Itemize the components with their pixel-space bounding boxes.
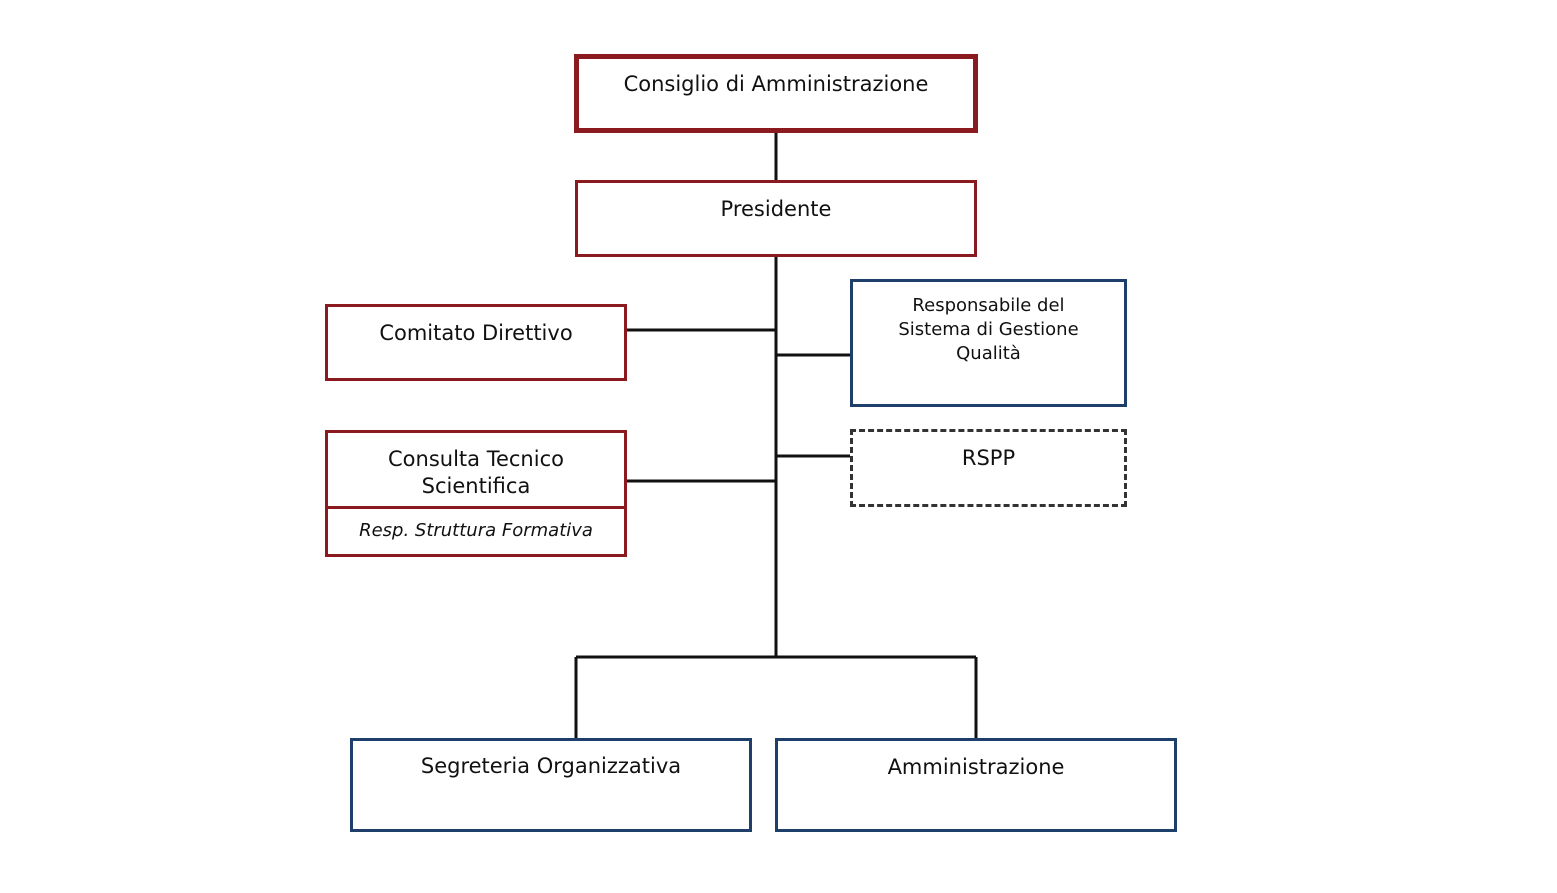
node-label: Amministrazione	[887, 755, 1065, 779]
node-divider	[328, 506, 624, 509]
node-label: RSPP	[961, 446, 1016, 470]
node-consulta-tecnico-scientifica: Consulta Tecnico Scientifica Resp. Strut…	[325, 430, 627, 557]
node-label: Consulta Tecnico Scientifica	[328, 433, 624, 500]
node-amministrazione: Amministrazione	[775, 738, 1177, 832]
node-comitato-direttivo: Comitato Direttivo	[325, 304, 627, 381]
node-label-line2: Sistema di Gestione	[898, 319, 1079, 340]
node-consiglio-di-amministrazione: Consiglio di Amministrazione	[574, 54, 978, 133]
node-sublabel: Resp. Struttura Formativa	[359, 520, 593, 541]
node-label-line1: Responsabile del	[912, 295, 1065, 316]
node-label: Presidente	[720, 197, 832, 221]
node-label: Consiglio di Amministrazione	[623, 72, 929, 96]
node-label: Comitato Direttivo	[379, 321, 573, 345]
node-presidente: Presidente	[575, 180, 977, 257]
node-responsabile-sistema-gestione-qualita: Responsabile del Sistema di Gestione Qua…	[850, 279, 1127, 407]
node-label-line1: Consulta Tecnico	[388, 447, 564, 471]
node-label-line2: Scientifica	[421, 474, 531, 498]
node-label: Segreteria Organizzativa	[420, 754, 682, 778]
node-segreteria-organizzativa: Segreteria Organizzativa	[350, 738, 752, 832]
node-rspp: RSPP	[850, 429, 1127, 507]
node-label-line3: Qualità	[956, 343, 1021, 364]
node-label: Responsabile del Sistema di Gestione Qua…	[853, 282, 1124, 366]
